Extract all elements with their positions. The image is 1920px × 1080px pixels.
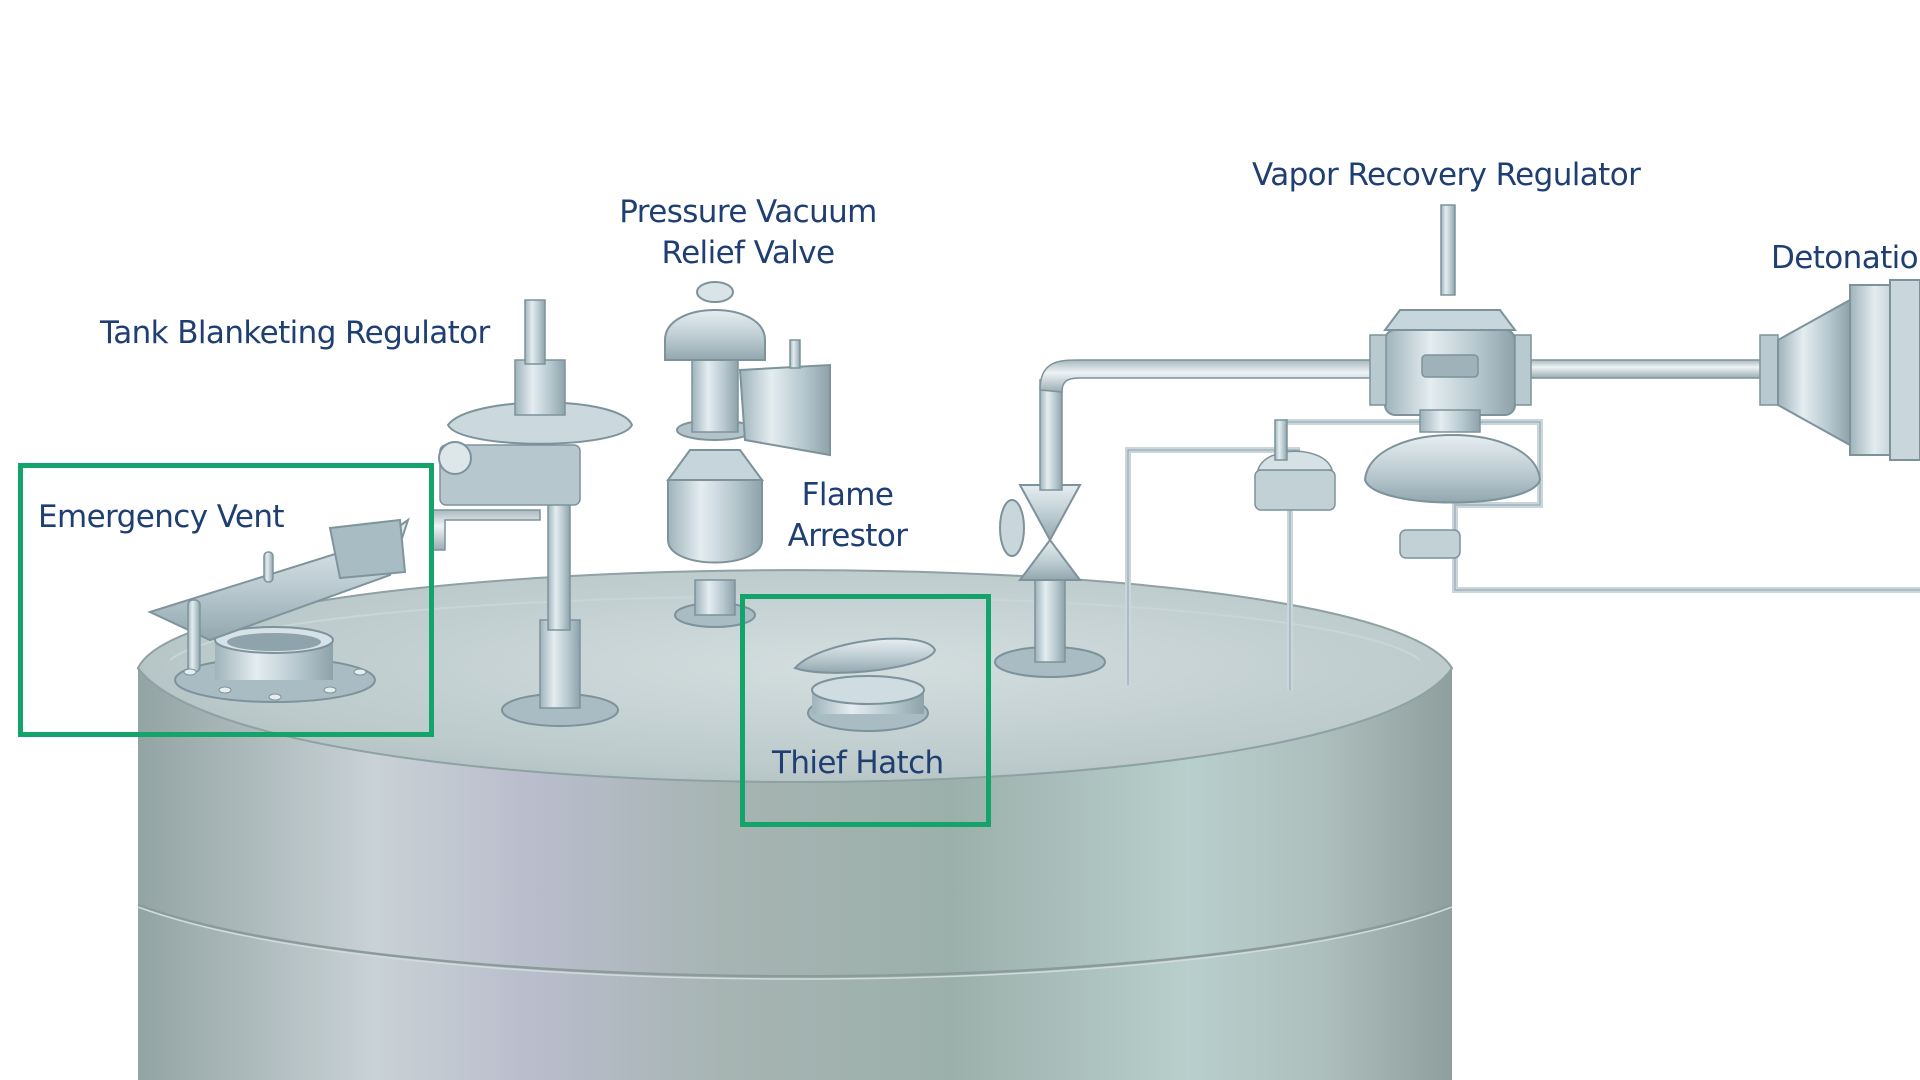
label-pressure-vacuum-line-2: Relief Valve <box>661 235 836 271</box>
label-pressure-vacuum-line-1: Pressure Vacuum <box>619 194 877 230</box>
relief-valve-and-flame-arrestor-equipment <box>664 281 831 628</box>
highlight-box-emergency-vent <box>18 463 434 737</box>
vapor-recovery-regulator-equipment <box>1254 204 1542 559</box>
highlight-box-thief-hatch <box>740 594 991 827</box>
detonation-arrestor-equipment <box>1759 279 1920 461</box>
label-detonation-arrestor: Detonatio <box>1771 240 1919 276</box>
thief-hatch-equipment <box>793 637 937 732</box>
storage-tank <box>136 569 1454 1080</box>
label-thief-hatch: Thief Hatch <box>772 745 944 781</box>
tank-blanketing-regulator-equipment <box>429 299 634 727</box>
emergency-vent-equipment <box>147 517 410 703</box>
label-tank-blanketing-regulator: Tank Blanketing Regulator <box>100 315 490 351</box>
label-pressure-vacuum-relief-valve: Pressure Vacuum Relief Valve <box>612 192 884 274</box>
label-flame-arrestor-line-1: Flame <box>801 477 894 513</box>
label-flame-arrestor: Flame Arrestor <box>780 475 915 557</box>
label-vapor-recovery-regulator: Vapor Recovery Regulator <box>1252 157 1641 193</box>
label-flame-arrestor-line-2: Arrestor <box>787 518 908 554</box>
label-emergency-vent: Emergency Vent <box>38 499 285 535</box>
